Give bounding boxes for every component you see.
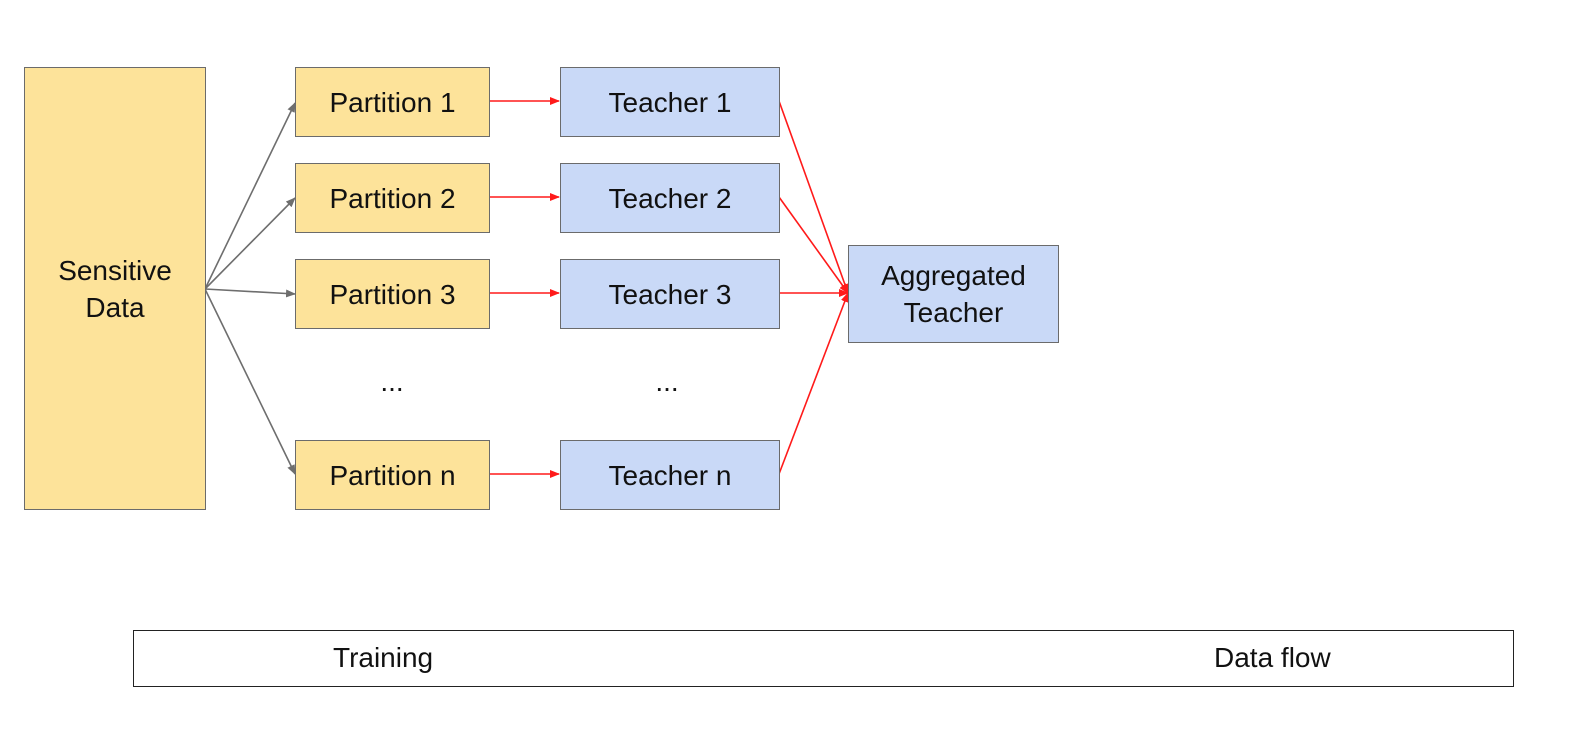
legend-dataflow-label: Data flow <box>1214 642 1331 673</box>
dataflow-edge-partition-3 <box>204 288 296 298</box>
sensitive-data-node: Sensitive Data <box>24 67 206 510</box>
partition-node-1: Partition 1 <box>295 67 490 137</box>
dataflow-edge-partition-2 <box>204 197 296 290</box>
aggregated-teacher-label: Aggregated Teacher <box>881 257 1026 331</box>
dataflow-edge-partition-1 <box>204 102 296 290</box>
partition-node-n: Partition n <box>295 440 490 510</box>
teacher-node-n: Teacher n <box>560 440 780 510</box>
teacher-node-2: Teacher 2 <box>560 163 780 233</box>
aggregated-teacher-node: Aggregated Teacher <box>848 245 1059 343</box>
legend-training-label: Training <box>333 642 434 673</box>
teacher-ellipsis: ... <box>655 366 679 397</box>
training-edge-aggregate-2 <box>778 196 849 294</box>
partition-node-2: Partition 2 <box>295 163 490 233</box>
training-edge-aggregate-1 <box>778 100 849 294</box>
aggregated-teacher-label-line-1: Aggregated <box>881 260 1026 291</box>
partition-node-3: Partition 3 <box>295 259 490 329</box>
partition-ellipsis: ... <box>380 366 404 397</box>
training-edge-aggregate-n <box>778 292 849 475</box>
legend-box: Training Data flow <box>133 630 1514 687</box>
aggregated-teacher-label-line-2: Teacher <box>903 297 1004 328</box>
sensitive-data-label-line-2: Data <box>85 291 145 323</box>
sensitive-data-label: Sensitive Data <box>58 252 172 326</box>
teacher-node-3: Teacher 3 <box>560 259 780 329</box>
teacher-node-1: Teacher 1 <box>560 67 780 137</box>
dataflow-edge-partition-n <box>204 288 296 475</box>
sensitive-data-label-line-1: Sensitive <box>58 254 172 286</box>
